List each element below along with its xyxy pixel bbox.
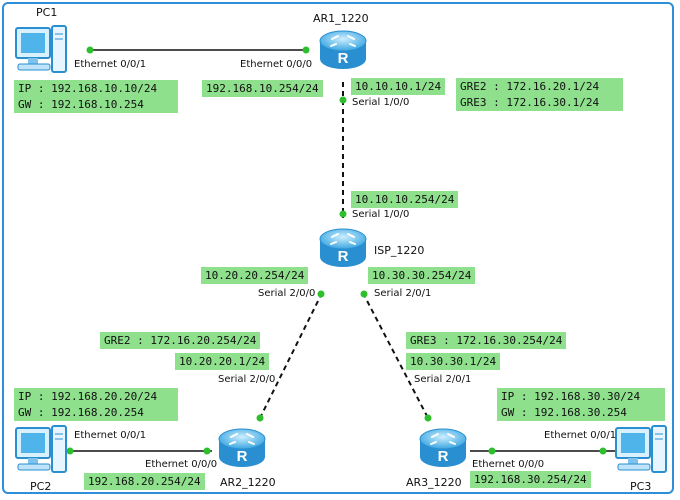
ar1-gre2-tag: GRE2 : 172.16.20.1/24 — [456, 78, 623, 95]
pc1-ip-tag: IP : 192.168.10.10/24 — [14, 80, 178, 97]
pc3-gw-tag: GW : 192.168.30.254 — [497, 404, 665, 421]
ar3-lan-tag: 192.168.30.254/24 — [470, 471, 591, 488]
pc3-port-label: Ethernet 0/0/1 — [544, 430, 617, 441]
pc2-port-label: Ethernet 0/0/1 — [74, 430, 147, 441]
port-dot-ar2-eth — [203, 447, 211, 455]
port-dot-pc1 — [86, 46, 94, 54]
port-dots — [66, 46, 607, 455]
port-dot-pc2 — [66, 447, 74, 455]
ar2-gre-tag: GRE2 : 172.16.20.254/24 — [100, 332, 261, 349]
router-ar1-icon[interactable]: R — [318, 28, 368, 72]
ar3-serial-port-label: Serial 2/0/1 — [414, 374, 472, 385]
port-dot-ar2-serial — [256, 414, 264, 422]
svg-text:R: R — [237, 448, 248, 465]
isp-serial201-port-label: Serial 2/0/1 — [374, 288, 432, 299]
ar2-label: AR2_1220 — [220, 476, 276, 489]
isp-serial1-port-label: Serial 1/0/0 — [352, 209, 410, 220]
isp-s1-tag: 10.10.10.254/24 — [351, 191, 459, 208]
port-dot-ar1-eth — [302, 46, 310, 54]
ar1-gre3-tag: GRE3 : 172.16.30.1/24 — [456, 94, 623, 111]
ar2-serial-port-label: Serial 2/0/0 — [218, 374, 276, 385]
pc2-label: PC2 — [30, 480, 52, 493]
pc1-computer-icon[interactable] — [12, 22, 70, 78]
ar1-wan-tag: 10.10.10.1/24 — [351, 78, 446, 95]
port-dot-isp-serial201 — [360, 290, 368, 298]
port-dot-ar1-serial — [339, 96, 347, 104]
pc1-label: PC1 — [36, 6, 58, 19]
ar3-label: AR3_1220 — [406, 476, 462, 489]
port-dot-ar3-serial — [424, 414, 432, 422]
svg-text:R: R — [338, 248, 349, 265]
pc3-computer-icon[interactable] — [612, 422, 670, 478]
diagram-frame — [2, 2, 674, 494]
svg-text:R: R — [338, 50, 349, 67]
pc1-port-label: Ethernet 0/0/1 — [74, 59, 147, 70]
router-ar3-icon[interactable]: R — [418, 426, 468, 470]
port-dot-isp-serial1 — [339, 210, 347, 218]
isp-s201-tag: 10.30.30.254/24 — [368, 267, 476, 284]
ar3-eth-port-label: Ethernet 0/0/0 — [472, 459, 545, 470]
pc3-label: PC3 — [630, 480, 652, 493]
ar2-lan-tag: 192.168.20.254/24 — [84, 473, 205, 490]
ar1-eth-port-label: Ethernet 0/0/0 — [240, 59, 313, 70]
pc2-ip-tag: IP : 192.168.20.20/24 — [14, 388, 178, 405]
ar1-label: AR1_1220 — [313, 12, 369, 25]
svg-text:R: R — [438, 448, 449, 465]
link-isp-ar3 — [362, 292, 429, 419]
ar3-wan-tag: 10.30.30.1/24 — [406, 353, 501, 370]
router-ar2-icon[interactable]: R — [217, 426, 267, 470]
pc2-gw-tag: GW : 192.168.20.254 — [14, 404, 178, 421]
port-dot-isp-serial200 — [317, 290, 325, 298]
pc2-computer-icon[interactable] — [12, 422, 70, 478]
link-isp-ar2 — [259, 292, 323, 419]
ar2-wan-tag: 10.20.20.1/24 — [175, 353, 270, 370]
ar1-lan-tag: 192.168.10.254/24 — [202, 80, 323, 97]
ar1-serial-port-label: Serial 1/0/0 — [352, 97, 410, 108]
router-isp-icon[interactable]: R — [318, 226, 368, 270]
port-dot-pc3 — [599, 447, 607, 455]
port-dot-ar3-eth — [488, 447, 496, 455]
isp-label: ISP_1220 — [374, 244, 425, 257]
isp-serial200-port-label: Serial 2/0/0 — [258, 288, 316, 299]
ar2-eth-port-label: Ethernet 0/0/0 — [145, 459, 218, 470]
pc1-gw-tag: GW : 192.168.10.254 — [14, 96, 178, 113]
ar3-gre-tag: GRE3 : 172.16.30.254/24 — [406, 332, 567, 349]
isp-s200-tag: 10.20.20.254/24 — [201, 267, 309, 284]
pc3-ip-tag: IP : 192.168.30.30/24 — [497, 388, 665, 405]
